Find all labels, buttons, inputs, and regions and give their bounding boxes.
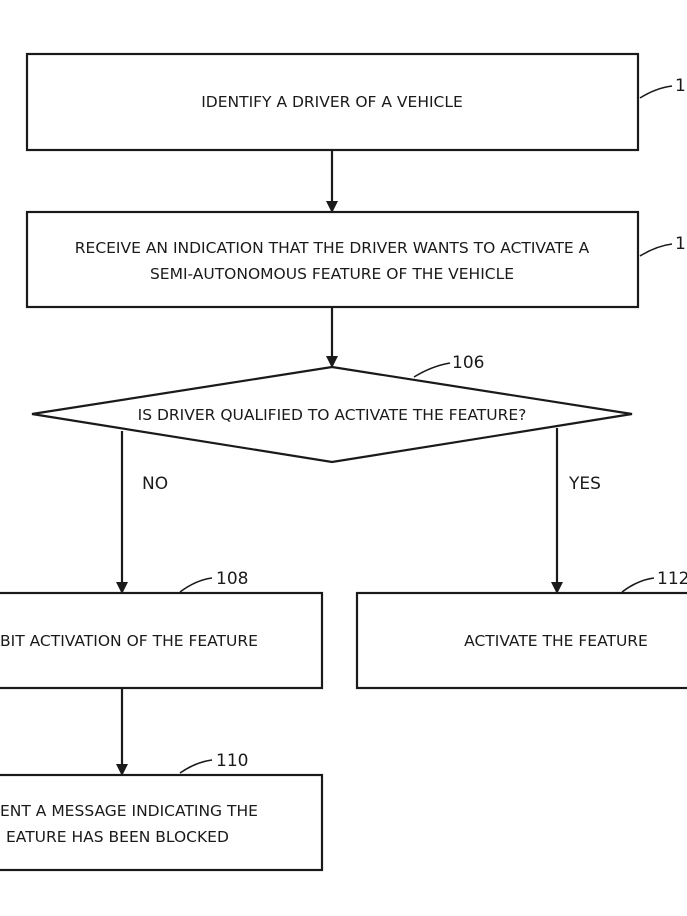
- step-receive-ref: 1(: [675, 234, 687, 254]
- step-identify-leader: [639, 85, 673, 99]
- step-inhibit-box: [0, 591, 324, 690]
- step-present-box: [0, 773, 324, 872]
- decision-label: IS DRIVER QUALIFIED TO ACTIVATE THE FEAT…: [138, 406, 527, 424]
- step-activate-label: ACTIVATE THE FEATURE: [464, 632, 648, 650]
- step-present-leader: [179, 759, 213, 774]
- decision-ref: 106: [452, 353, 484, 373]
- step-present-ref: 110: [216, 751, 248, 771]
- step-present-label-line2: EATURE HAS BEEN BLOCKED: [6, 828, 229, 846]
- step-inhibit-label: BIT ACTIVATION OF THE FEATURE: [0, 632, 258, 650]
- step-inhibit-activation: BIT ACTIVATION OF THE FEATURE: [0, 591, 324, 690]
- decision-leader: [413, 362, 451, 378]
- step-receive-indication: RECEIVE AN INDICATION THAT THE DRIVER WA…: [25, 210, 640, 309]
- step-identify-driver: IDENTIFY A DRIVER OF A VEHICLE: [25, 52, 640, 152]
- branch-no-label: NO: [142, 474, 168, 494]
- decision-diamond: [31, 365, 633, 464]
- step-activate-leader: [621, 577, 655, 593]
- branch-yes-label: YES: [568, 474, 601, 494]
- step-identify-box: [25, 52, 640, 152]
- step-identify-ref: 1: [675, 76, 686, 96]
- decision-driver-qualified: IS DRIVER QUALIFIED TO ACTIVATE THE FEAT…: [31, 365, 633, 464]
- step-activate-box: [355, 591, 687, 690]
- step-activate-ref: 112: [657, 569, 687, 589]
- step-inhibit-leader: [179, 577, 213, 593]
- step-receive-box: [25, 210, 640, 309]
- step-receive-label-line1: RECEIVE AN INDICATION THAT THE DRIVER WA…: [75, 239, 590, 257]
- step-present-label-line1: ENT A MESSAGE INDICATING THE: [0, 802, 258, 820]
- step-inhibit-ref: 108: [216, 569, 248, 589]
- step-present-message: ENT A MESSAGE INDICATING THE EATURE HAS …: [0, 773, 324, 872]
- step-identify-label: IDENTIFY A DRIVER OF A VEHICLE: [201, 93, 463, 111]
- step-receive-label-line2: SEMI-AUTONOMOUS FEATURE OF THE VEHICLE: [150, 265, 514, 283]
- step-receive-leader: [639, 243, 673, 257]
- step-activate-feature: ACTIVATE THE FEATURE: [355, 591, 687, 690]
